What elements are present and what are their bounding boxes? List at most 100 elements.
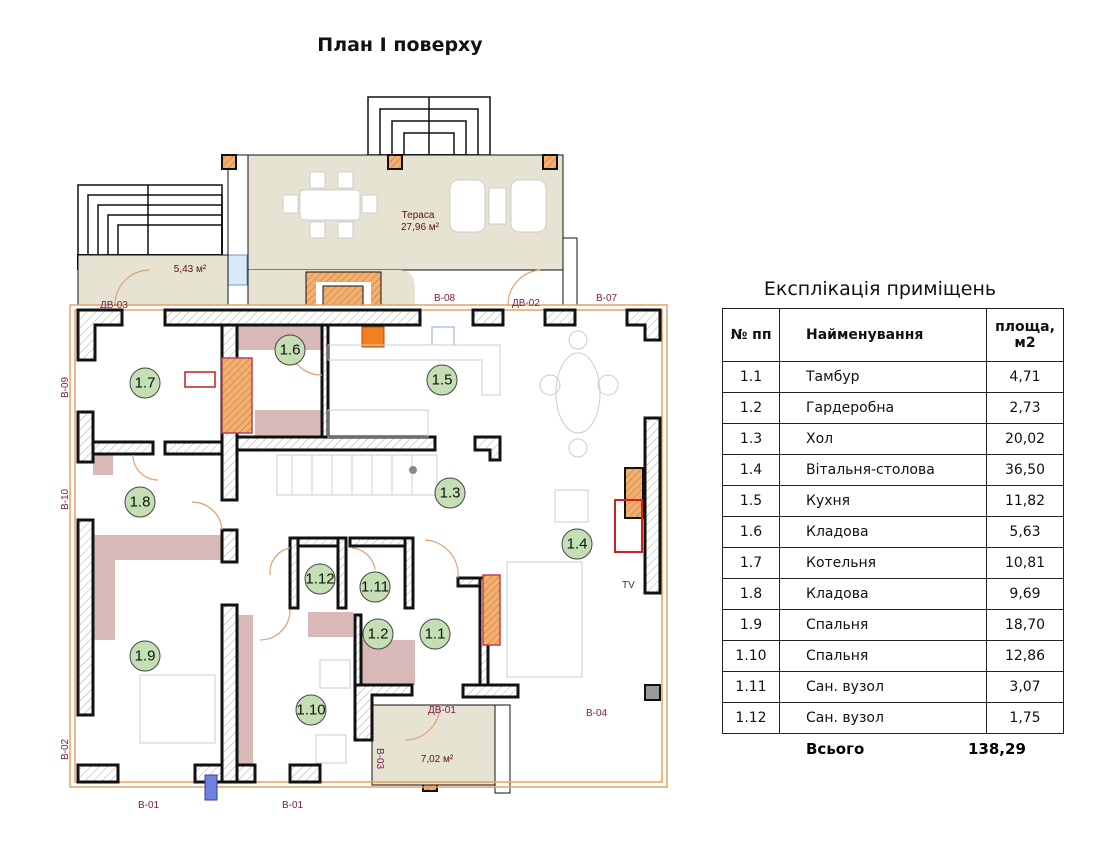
room-marker-1.1[interactable] — [419, 618, 451, 650]
label-dv01: ДВ-01 — [428, 705, 456, 716]
tv-label: TV — [622, 580, 635, 591]
dining-set-icon — [282, 171, 378, 239]
terrace-name: Тераса — [402, 210, 435, 221]
label-v03: В-03 — [374, 748, 385, 770]
explication-title: Експлікація приміщень — [763, 278, 997, 300]
terrace-area: 27,96 м² — [401, 222, 440, 233]
chimney-icon-3 — [482, 574, 501, 646]
cell-name: Хол — [779, 423, 987, 455]
label-v01a: В-01 — [138, 800, 160, 811]
room-marker-1.7[interactable] — [129, 367, 161, 399]
label-v01b: В-01 — [282, 800, 304, 811]
cell-num: 1.5 — [722, 485, 780, 517]
porch-steps-left — [77, 184, 223, 256]
label-dv02: ДВ-02 — [512, 298, 540, 309]
total-label: Всього — [806, 740, 865, 758]
cell-num: 1.9 — [722, 609, 780, 641]
door-swings — [114, 269, 541, 741]
chimney-icon — [221, 357, 253, 434]
porch-bottom-area: 7,02 м² — [421, 754, 454, 765]
radiator-icon — [614, 499, 643, 553]
room-marker-1.6[interactable] — [274, 334, 306, 366]
label-v09: В-09 — [60, 376, 71, 398]
blue-column — [204, 774, 218, 801]
cell-area: 10,81 — [986, 547, 1064, 579]
room-marker-1.3[interactable] — [434, 477, 466, 509]
room-label: 1.4 — [567, 536, 588, 553]
room-marker-1.11[interactable] — [359, 571, 391, 603]
room-marker-1.10[interactable] — [295, 694, 327, 726]
room-marker-1.5[interactable] — [426, 364, 458, 396]
furniture — [139, 330, 619, 764]
cell-name: Сан. вузол — [779, 671, 987, 703]
column-corner — [644, 684, 661, 701]
cell-num: 1.1 — [722, 361, 780, 393]
porch-top-left — [77, 254, 229, 306]
cell-num: 1.4 — [722, 454, 780, 486]
room-marker-1.2[interactable] — [362, 618, 394, 650]
cell-name: Сан. вузол — [779, 702, 987, 734]
porch-bottom — [371, 704, 496, 786]
lounge-set-icon — [449, 179, 547, 233]
room-label: 1.3 — [440, 485, 461, 502]
room-label: 1.1 — [425, 626, 446, 643]
total-value: 138,29 — [968, 740, 1026, 758]
stair-post — [409, 466, 417, 474]
room-label: 1.9 — [135, 648, 156, 665]
room-marker-1.12[interactable] — [304, 563, 336, 595]
fireplace-icon — [305, 271, 382, 306]
room-marker-1.9[interactable] — [129, 640, 161, 672]
cell-area: 18,70 — [986, 609, 1064, 641]
cell-num: 1.12 — [722, 702, 780, 734]
table-header-row: № пп Найменування площа, м2 — [722, 308, 1064, 362]
label-v02: В-02 — [60, 738, 71, 760]
room-label: 1.5 — [432, 372, 453, 389]
label-v08: В-08 — [434, 293, 456, 304]
room-label: 1.2 — [368, 626, 389, 643]
cell-name: Кладова — [779, 516, 987, 548]
cell-num: 1.8 — [722, 578, 780, 610]
cell-area: 3,07 — [986, 671, 1064, 703]
header-name: Найменування — [779, 308, 987, 362]
label-v10: В-10 — [60, 488, 71, 510]
label-dv03: ДВ-03 — [100, 300, 128, 311]
cell-area: 11,82 — [986, 485, 1064, 517]
cell-area: 1,75 — [986, 702, 1064, 734]
room-marker-1.4[interactable] — [561, 528, 593, 560]
cell-num: 1.6 — [722, 516, 780, 548]
cell-area: 20,02 — [986, 423, 1064, 455]
cell-area: 5,63 — [986, 516, 1064, 548]
cell-area: 36,50 — [986, 454, 1064, 486]
cell-name: Котельня — [779, 547, 987, 579]
room-label: 1.11 — [361, 579, 389, 596]
cooktop-icon — [361, 326, 385, 348]
cell-num: 1.7 — [722, 547, 780, 579]
kitchen-sink-icon — [431, 326, 455, 346]
plan-title: План I поверху — [317, 34, 483, 56]
header-area: площа, м2 — [986, 308, 1064, 362]
cell-name: Вітальня-столова — [779, 454, 987, 486]
floor-plan: Тераса 27,96 м² 5,43 м² 7,02 м² — [60, 96, 668, 811]
room-marker-1.8[interactable] — [124, 486, 156, 518]
sink-icon — [226, 254, 248, 286]
cell-name: Кухня — [779, 485, 987, 517]
label-v07: В-07 — [596, 293, 618, 304]
terrace-steps-top — [367, 96, 491, 156]
room-label: 1.10 — [296, 702, 325, 719]
storage-areas — [93, 325, 415, 765]
cell-area: 9,69 — [986, 578, 1064, 610]
cell-name: Кладова — [779, 578, 987, 610]
cell-num: 1.11 — [722, 671, 780, 703]
room-label: 1.7 — [135, 375, 156, 392]
cell-num: 1.2 — [722, 392, 780, 424]
